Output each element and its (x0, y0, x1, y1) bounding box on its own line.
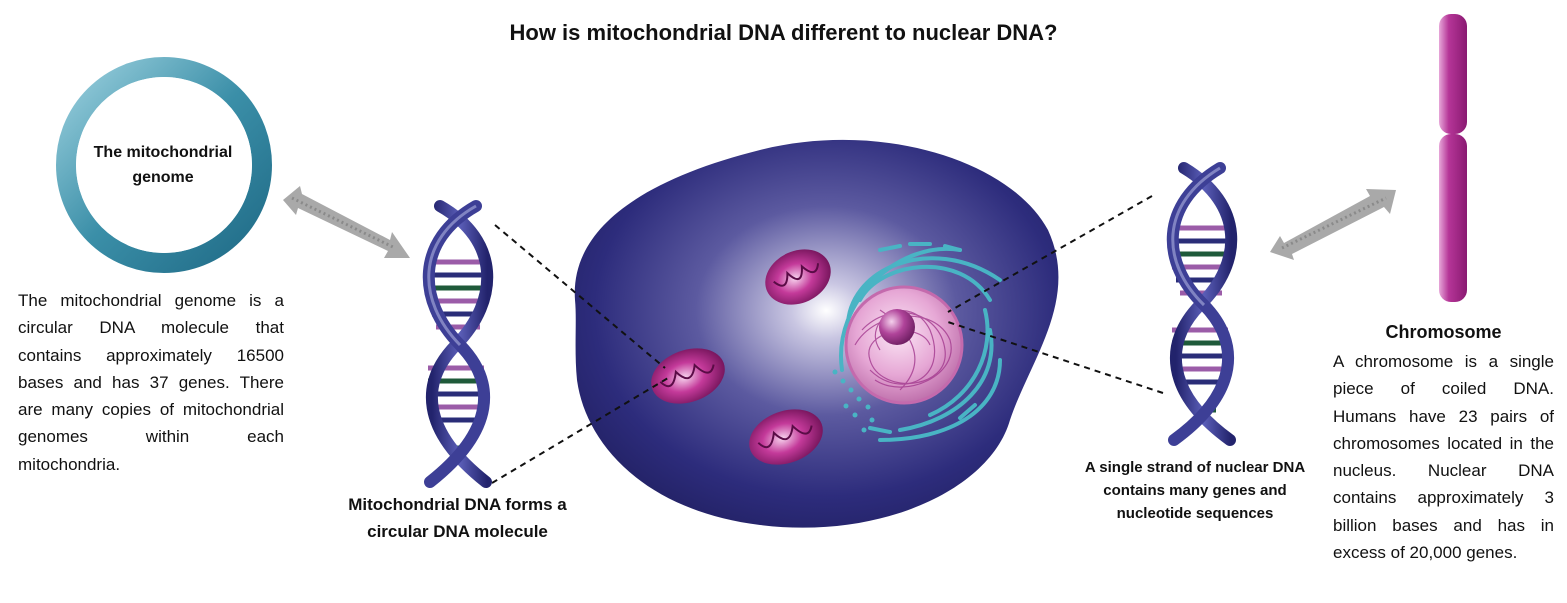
zoom-lines (491, 195, 1164, 484)
dna-helix-icon-mitochondrial (422, 200, 494, 488)
ribosome-dots (832, 369, 875, 433)
endoplasmic-reticulum (839, 242, 1002, 442)
mitochondrion-icon (651, 249, 831, 465)
chromosome-icon (1439, 14, 1467, 302)
page-title: How is mitochondrial DNA different to nu… (509, 20, 1058, 45)
mitochondrial-genome-ring (56, 57, 272, 273)
left-arrow-icon (283, 186, 410, 258)
mitochondrial-dna-caption: Mitochondrial DNA forms a circular DNA m… (348, 495, 567, 541)
chromosome-description: A chromosome is a single piece of coiled… (1333, 352, 1554, 563)
dna-helix-icon-nuclear (1166, 162, 1238, 446)
mitochondrial-genome-description: The mitochondrial genome is a circular D… (18, 291, 284, 474)
chromosome-title: Chromosome (1385, 322, 1502, 342)
nuclear-dna-caption: A single strand of nuclear DNA contains … (1084, 459, 1306, 522)
right-arrow-icon (1270, 189, 1396, 260)
mitochondrial-genome-label: The mitochondrial genome (93, 144, 233, 186)
nucleus-icon (844, 285, 964, 405)
